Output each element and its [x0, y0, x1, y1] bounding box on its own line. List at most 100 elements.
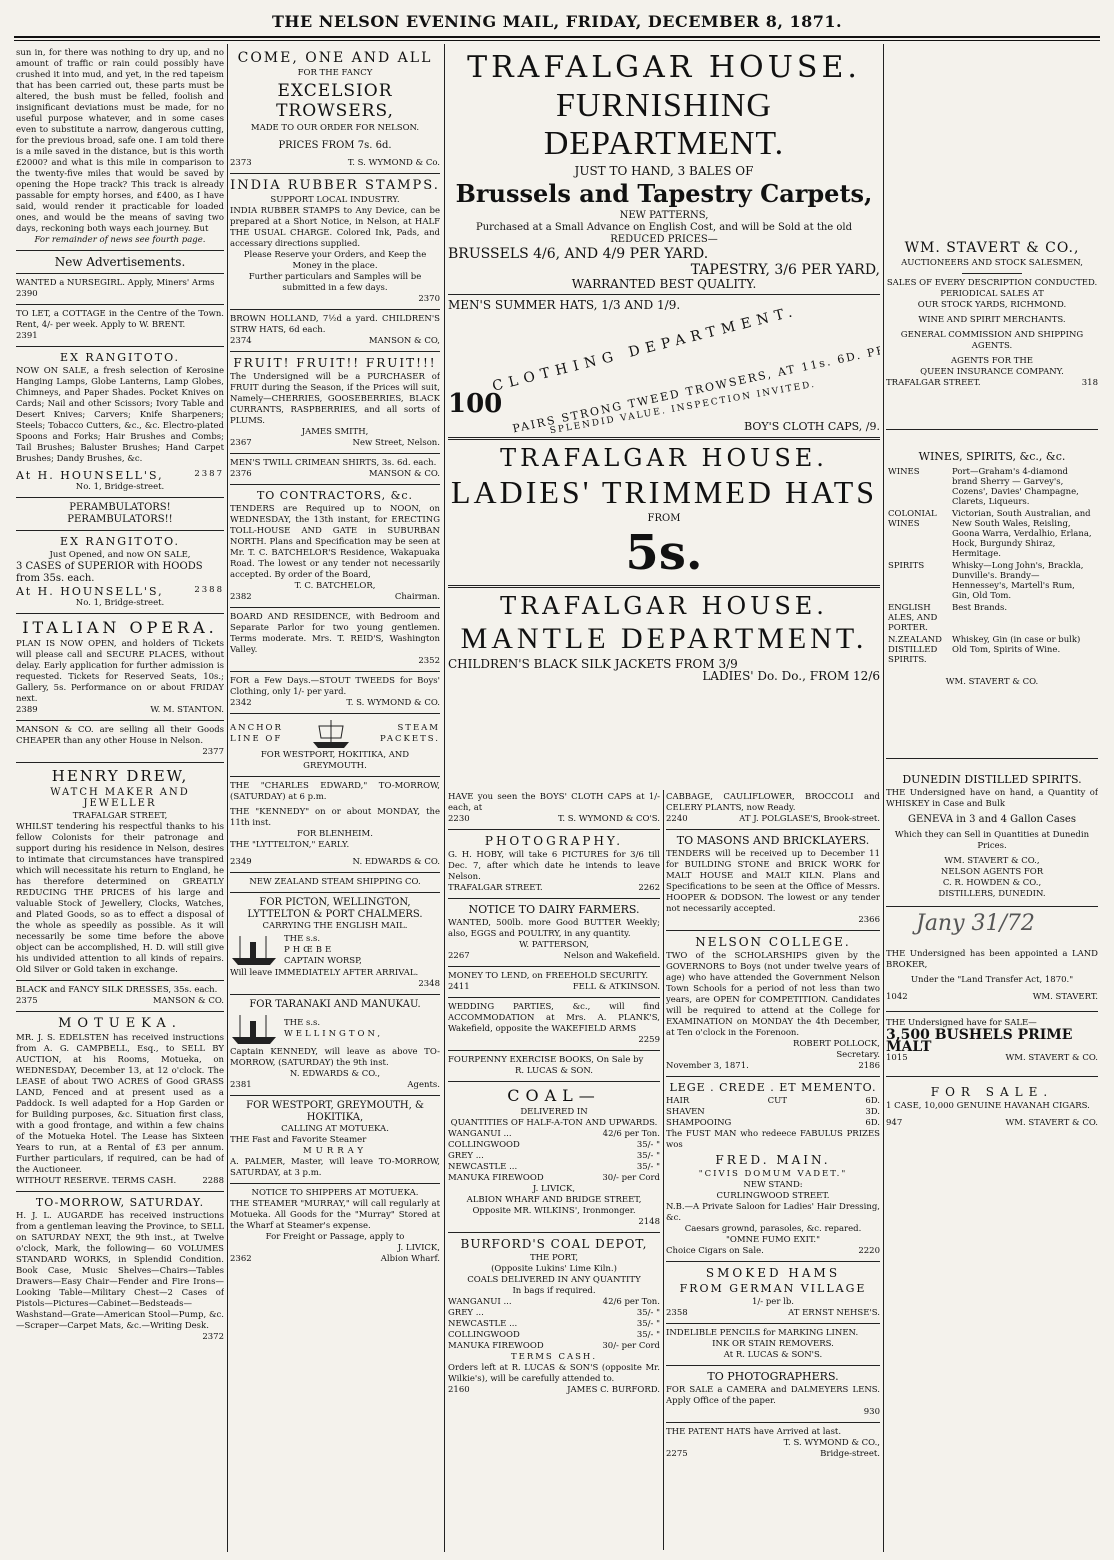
- ad-hounsell-lamps: NOW ON SALE, a fresh selection of Kerosi…: [16, 366, 224, 464]
- summer-hats: MEN'S SUMMER HATS, 1/3 AND 1/9.: [448, 298, 681, 312]
- fruit-heading: FRUIT! FRUIT!! FRUIT!!!: [233, 356, 437, 370]
- ad-boys-caps: HAVE you seen the BOYS' CLOTH CAPS at 1/…: [448, 792, 660, 813]
- lege-crede-heading: LEGE . CREDE . ET MEMENTO.: [669, 1081, 877, 1094]
- wines-spirits-heading: WINES, SPIRITS, &c., &c.: [918, 450, 1066, 463]
- price-row: NEWCASTLE ...35/- ": [448, 1319, 660, 1329]
- handwritten-date-note: Jany 31/72: [916, 911, 1035, 936]
- tapestry-price: TAPESTRY, 3/6 PER YARD,: [690, 262, 880, 278]
- column-1: sun in, for there was nothing to dry up,…: [16, 48, 224, 1342]
- westport-greymouth-heading: FOR WESTPORT, GREYMOUTH, & HOKITIKA,: [246, 1100, 424, 1123]
- new-ads-heading: New Advertisements.: [54, 255, 186, 269]
- hundred: 100: [448, 389, 503, 419]
- column-3b: CABBAGE, CAULIFLOWER, BROCCOLI and CELER…: [666, 792, 880, 1459]
- ad-patent-hats: THE PATENT HATS have Arrived at last.: [666, 1427, 842, 1437]
- ad-manson-cheaper: MANSON & CO. are selling all their Goods…: [16, 725, 224, 746]
- charles-edward: THE "CHARLES EDWARD," TO-MORROW, (SATURD…: [230, 781, 440, 802]
- column-divider: [663, 790, 664, 1550]
- ex-rangitoto-heading: EX RANGITOTO.: [60, 351, 180, 364]
- augarde-body: H. J. L. AUGARDE has received instructio…: [16, 1211, 224, 1331]
- price-row: WANGANUI ...42/6 per Ton.: [448, 1297, 660, 1307]
- ship-icon: [313, 720, 350, 748]
- hoby-body: G. H. HOBY, will take 6 PICTURES for 3/6…: [448, 850, 660, 882]
- land-broker-body: THE Undersigned has been appointed a LAN…: [886, 949, 1098, 970]
- picton-route: FOR PICTON, WELLINGTON, LYTTELTON & PORT…: [247, 897, 423, 920]
- india-rubber-heading: INDIA RUBBER STAMPS.: [230, 178, 440, 193]
- fred-main: FRED. MAIN.: [715, 1153, 831, 1167]
- motueka-heading: MOTUEKA.: [58, 1016, 182, 1031]
- motueka-body: MR. J. S. EDELSTEN has received instruct…: [16, 1033, 224, 1175]
- ad-perambulator-cases: 3 CASES of SUPERIOR with HOODS from 35s.…: [16, 561, 203, 584]
- brussels-price: BRUSSELS 4/6, AND 4/9 PER YARD.: [448, 246, 709, 262]
- price-row: NEWCASTLE ...35/- ": [448, 1162, 660, 1172]
- ad-board-residence: BOARD AND RESIDENCE, with Bedroom and Se…: [230, 612, 440, 655]
- price-row: GREY ...35/- ": [448, 1308, 660, 1318]
- tender-body: TENDERS are Required up to NOON, on WEDN…: [230, 504, 440, 580]
- carpets-heading: Brussels and Tapestry Carpets,: [455, 179, 873, 208]
- ad-silk-dresses: BLACK and FANCY SILK DRESSES, 35s. each.: [16, 985, 218, 995]
- wellington-body: Captain KENNEDY, will leave as above TO-…: [230, 1047, 440, 1068]
- excelsior-trowsers: EXCELSIOR TROWSERS,: [276, 81, 394, 121]
- ad-brown-holland: BROWN HOLLAND, 7½d a yard. CHILDREN'S ST…: [230, 314, 440, 335]
- coal-heading: COAL—: [507, 1086, 601, 1105]
- price-row: WANGANUI ...42/6 per Ton.: [448, 1129, 660, 1139]
- steamer-icon: [232, 1015, 276, 1044]
- boys-caps: BOY'S CLOTH CAPS, /9.: [744, 420, 880, 433]
- five-shillings: 5s.: [625, 525, 703, 581]
- burford-price-list: WANGANUI ...42/6 per Ton.GREY ...35/- "N…: [448, 1297, 660, 1352]
- ad-money-lend: MONEY TO LEND, on FREEHOLD SECURITY.: [448, 971, 649, 981]
- column-divider: [227, 44, 228, 1552]
- ad-exercise-books: FOURPENNY EXERCISE BOOKS, On Sale by: [448, 1055, 644, 1065]
- ad-cottage: TO LET, a COTTAGE in the Centre of the T…: [16, 309, 224, 341]
- nz-steam-shipping-heading: NEW ZEALAND STEAM SHIPPING CO.: [249, 877, 421, 887]
- trafalgar-house-heading-3: TRAFALGAR HOUSE.: [500, 592, 828, 620]
- kennedy: THE "KENNEDY" on or about MONDAY, the 11…: [230, 807, 440, 828]
- trafalgar-house-heading-2: TRAFALGAR HOUSE.: [500, 444, 828, 472]
- ad-crimean-shirts: MEN'S TWILL CRIMEAN SHIRTS, 3s. 6d. each…: [230, 458, 437, 468]
- column-3a: HAVE you seen the BOYS' CLOTH CAPS at 1/…: [448, 792, 660, 1395]
- murray-body: A. PALMER, Master, will leave TO-MORROW,…: [230, 1157, 440, 1178]
- column-2: COME, ONE AND ALL FOR THE FANCY EXCELSIO…: [230, 50, 440, 1264]
- ad-wedding-parties: WEDDING PARTIES, &c., will find ACCOMMOD…: [448, 1002, 660, 1034]
- dairy-heading: NOTICE TO DAIRY FARMERS.: [468, 903, 640, 916]
- italian-opera-heading: ITALIAN OPERA.: [22, 618, 218, 637]
- photography-heading: PHOTOGRAPHY.: [484, 834, 624, 848]
- masons-heading: TO MASONS AND BRICKLAYERS.: [676, 834, 870, 847]
- column-divider: [883, 44, 884, 1552]
- column-4: WM. STAVERT & CO., AUCTIONEERS AND STOCK…: [886, 240, 1098, 1128]
- masthead: THE NELSON EVENING MAIL, FRIDAY, DECEMBE…: [271, 12, 843, 31]
- column-divider: [444, 44, 445, 1552]
- smoked-hams-heading: SMOKED HAMS: [705, 1266, 841, 1280]
- ad-cabbage-plants: CABBAGE, CAULIFLOWER, BROCCOLI and CELER…: [666, 792, 880, 813]
- fruit-body: The Undersigned will be a PURCHASER of F…: [230, 372, 440, 426]
- dunedin-spirits-heading: DUNEDIN DISTILLED SPIRITS.: [902, 773, 1082, 786]
- trafalgar-house-heading-1: TRAFALGAR HOUSE.: [467, 50, 861, 85]
- price-row: GREY ...35/- ": [448, 1151, 660, 1161]
- news-story: sun in, for there was nothing to dry up,…: [16, 48, 224, 234]
- lyttelton: THE "LYTTELTON," EARLY.: [230, 840, 350, 850]
- murray-name: MURRAY: [302, 1146, 368, 1156]
- tomorrow-heading: TO-MORROW, SATURDAY.: [35, 1196, 205, 1209]
- wine-row: N.ZEALAND DISTILLED SPIRITS.Whiskey, Gin…: [888, 635, 1081, 665]
- ad-indelible-pencils: INDELIBLE PENCILS for MARKING LINEN.: [666, 1328, 859, 1338]
- remainder-note: For remainder of news see fourth page.: [34, 235, 206, 245]
- anchor-westport: FOR WESTPORT, HOKITIKA, AND GREYMOUTH.: [260, 750, 410, 771]
- trafalgar-house-ad: TRAFALGAR HOUSE. FURNISHING DEPARTMENT. …: [448, 48, 880, 788]
- malt-bushels: 3,500 BUSHELS PRIME MALT: [886, 1027, 1073, 1055]
- stamps-body: INDIA RUBBER STAMPS to Any Device, can b…: [230, 206, 440, 249]
- for-sale-heading: FOR SALE.: [930, 1085, 1054, 1099]
- phoebe-body: Will leave IMMEDIATELY AFTER ARRIVAL.: [230, 968, 419, 978]
- mantle-department: MANTLE DEPARTMENT.: [460, 622, 868, 655]
- shippers-notice: NOTICE TO SHIPPERS AT MOTUEKA.: [251, 1188, 419, 1198]
- furnishing-department: FURNISHING DEPARTMENT.: [543, 87, 785, 162]
- henry-drew-heading: HENRY DREW,: [51, 767, 189, 785]
- opera-body: PLAN IS NOW OPEN, and holders of Tickets…: [16, 639, 224, 704]
